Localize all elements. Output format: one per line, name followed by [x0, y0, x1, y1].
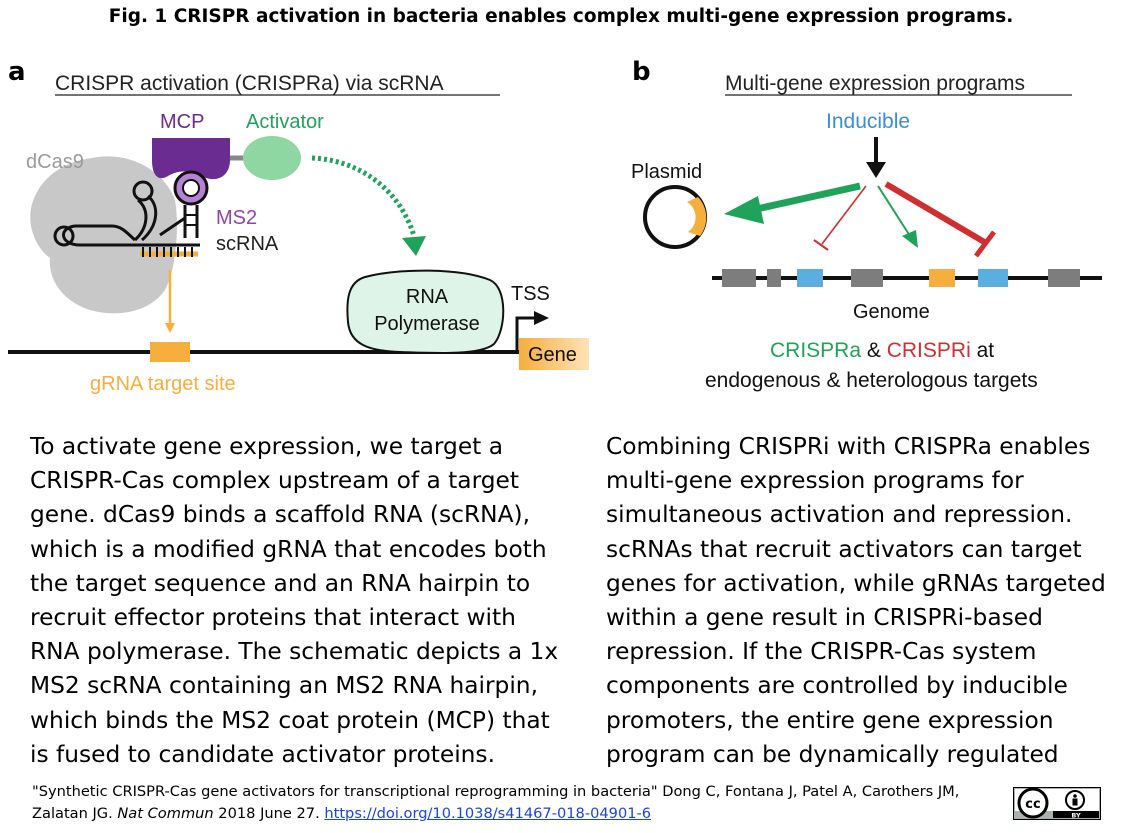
- activator-protein: [243, 136, 301, 180]
- ms2-label: MS2: [216, 207, 257, 229]
- text-line: which binds the MS2 coat protein (MCP) t…: [30, 706, 550, 734]
- activation-arrowhead: [402, 236, 426, 256]
- text-line: repression. If the CRISPR-Cas system: [606, 638, 1037, 666]
- panel-b-heading: Multi-gene expression programs: [725, 72, 1025, 95]
- base-pairs: [142, 247, 193, 257]
- crispri-thick-bar: [974, 230, 996, 258]
- citation-journal: Nat Commun: [117, 805, 214, 822]
- panel-a-letter: a: [8, 57, 26, 87]
- text-line: To activate gene expression, we target a: [30, 433, 503, 460]
- crispri-thin-line: [821, 185, 867, 245]
- at-label: at: [971, 339, 995, 362]
- gene-box: [519, 338, 589, 370]
- crispri-label: CRISPRi: [887, 339, 971, 362]
- crispri-thin-bar: [813, 239, 829, 251]
- cc-text: cc: [1025, 797, 1040, 812]
- mcp-protein: [152, 138, 230, 180]
- inducible-label: Inducible: [826, 110, 910, 133]
- mcp-label: MCP: [160, 111, 204, 133]
- by-text: BY: [1071, 812, 1081, 820]
- grna-target-site: [150, 342, 190, 362]
- text-line: is fused to candidate activator proteins…: [30, 740, 495, 768]
- rna-polymerase-label-2: Polymerase: [374, 313, 480, 335]
- panel-b-description: Combining CRISPRi with CRISPRa enables m…: [606, 430, 1106, 772]
- text-line: gene. dCas9 binds a scaffold RNA (scRNA)…: [30, 501, 530, 529]
- citation-title: "Synthetic CRISPR-Cas gene activators fo…: [32, 783, 658, 800]
- panel-b: b Multi-gene expression programs Inducib…: [631, 57, 1102, 392]
- scrna-upper-stem: [133, 194, 158, 242]
- rna-polymerase: [346, 269, 505, 355]
- doi-link[interactable]: https://doi.org/10.1038/s41467-018-04901…: [324, 805, 652, 822]
- text-line: scRNAs that recruit activators can targe…: [606, 535, 1082, 563]
- grna-target-label: gRNA target site: [90, 373, 236, 395]
- activator-label: Activator: [246, 111, 324, 133]
- dcas9-protein: [30, 156, 177, 314]
- panel-a: a CRISPR activation (CRISPRa) via scRNA …: [8, 57, 589, 395]
- text-line: within a gene result in CRISPRi-based: [606, 604, 1043, 632]
- crispra-label: CRISPRa: [770, 339, 861, 362]
- figure-title: Fig. 1 CRISPR activation in bacteria ena…: [108, 6, 1014, 27]
- citation: "Synthetic CRISPR-Cas gene activators fo…: [32, 781, 1007, 825]
- text-line: promoters, the entire gene expression: [606, 706, 1054, 734]
- genome-label: Genome: [853, 301, 930, 323]
- plasmid-label: Plasmid: [631, 161, 702, 183]
- text-line: program can be dynamically regulated: [606, 740, 1059, 768]
- panel-a-description: To activate gene expression, we target a…: [30, 430, 570, 772]
- tss-label: TSS: [511, 283, 550, 305]
- crispra-plasmid-arrowhead: [724, 196, 764, 224]
- panel-b-letter: b: [632, 57, 651, 87]
- text-line: simultaneous activation and repression.: [606, 501, 1073, 529]
- text-line: RNA polymerase. The schematic depicts a …: [30, 638, 559, 666]
- crispri-thick-line: [884, 181, 988, 246]
- inducible-arrowhead: [866, 162, 886, 178]
- tss-arrowhead: [534, 311, 549, 325]
- tss-arrow: [515, 316, 536, 352]
- cc-by-icon[interactable]: cc BY: [1013, 787, 1101, 820]
- scrna-label: scRNA: [216, 233, 279, 255]
- crispra-thin-arrowhead: [902, 230, 918, 248]
- citation-date: 2018 June 27.: [213, 805, 325, 822]
- text-line: genes for activation, while gRNAs target…: [606, 569, 1106, 597]
- plasmid-target: [687, 197, 707, 236]
- ms2-hairpin: [183, 205, 199, 238]
- genome-genes: [722, 269, 1080, 287]
- crispra-plasmid-arrow: [751, 182, 861, 214]
- text-line: Combining CRISPRi with CRISPRa enables: [606, 433, 1091, 460]
- text-line: CRISPR-Cas complex upstream of a target: [30, 467, 520, 495]
- text-line: which is a modified gRNA that encodes bo…: [30, 535, 547, 563]
- rna-polymerase-label-1: RNA: [406, 286, 449, 308]
- text-line: components are controlled by inducible: [606, 672, 1068, 700]
- text-line: MS2 scRNA containing an MS2 RNA hairpin,: [30, 672, 538, 700]
- targets-label: endogenous & heterologous targets: [705, 369, 1038, 392]
- gene-label: Gene: [528, 344, 577, 366]
- figure-diagram: a CRISPR activation (CRISPRa) via scRNA …: [8, 57, 1102, 395]
- text-line: multi-gene expression programs for: [606, 467, 1024, 495]
- dcas9-label: dCas9: [26, 151, 84, 173]
- text-line: the target sequence and an RNA hairpin t…: [30, 569, 531, 597]
- activation-arrow: [311, 155, 417, 237]
- panel-a-heading: CRISPR activation (CRISPRa) via scRNA: [55, 72, 444, 95]
- crispra-thin-line: [877, 185, 911, 237]
- citation-authors-1: Dong C, Fontana J, Patel A, Carothers JM…: [657, 783, 960, 800]
- crispra-crispri-line: CRISPRa & CRISPRi at: [770, 339, 994, 362]
- amp-label: &: [861, 339, 887, 362]
- text-line: recruit effector proteins that interact …: [30, 604, 516, 632]
- citation-authors-2: Zalatan JG.: [32, 805, 118, 822]
